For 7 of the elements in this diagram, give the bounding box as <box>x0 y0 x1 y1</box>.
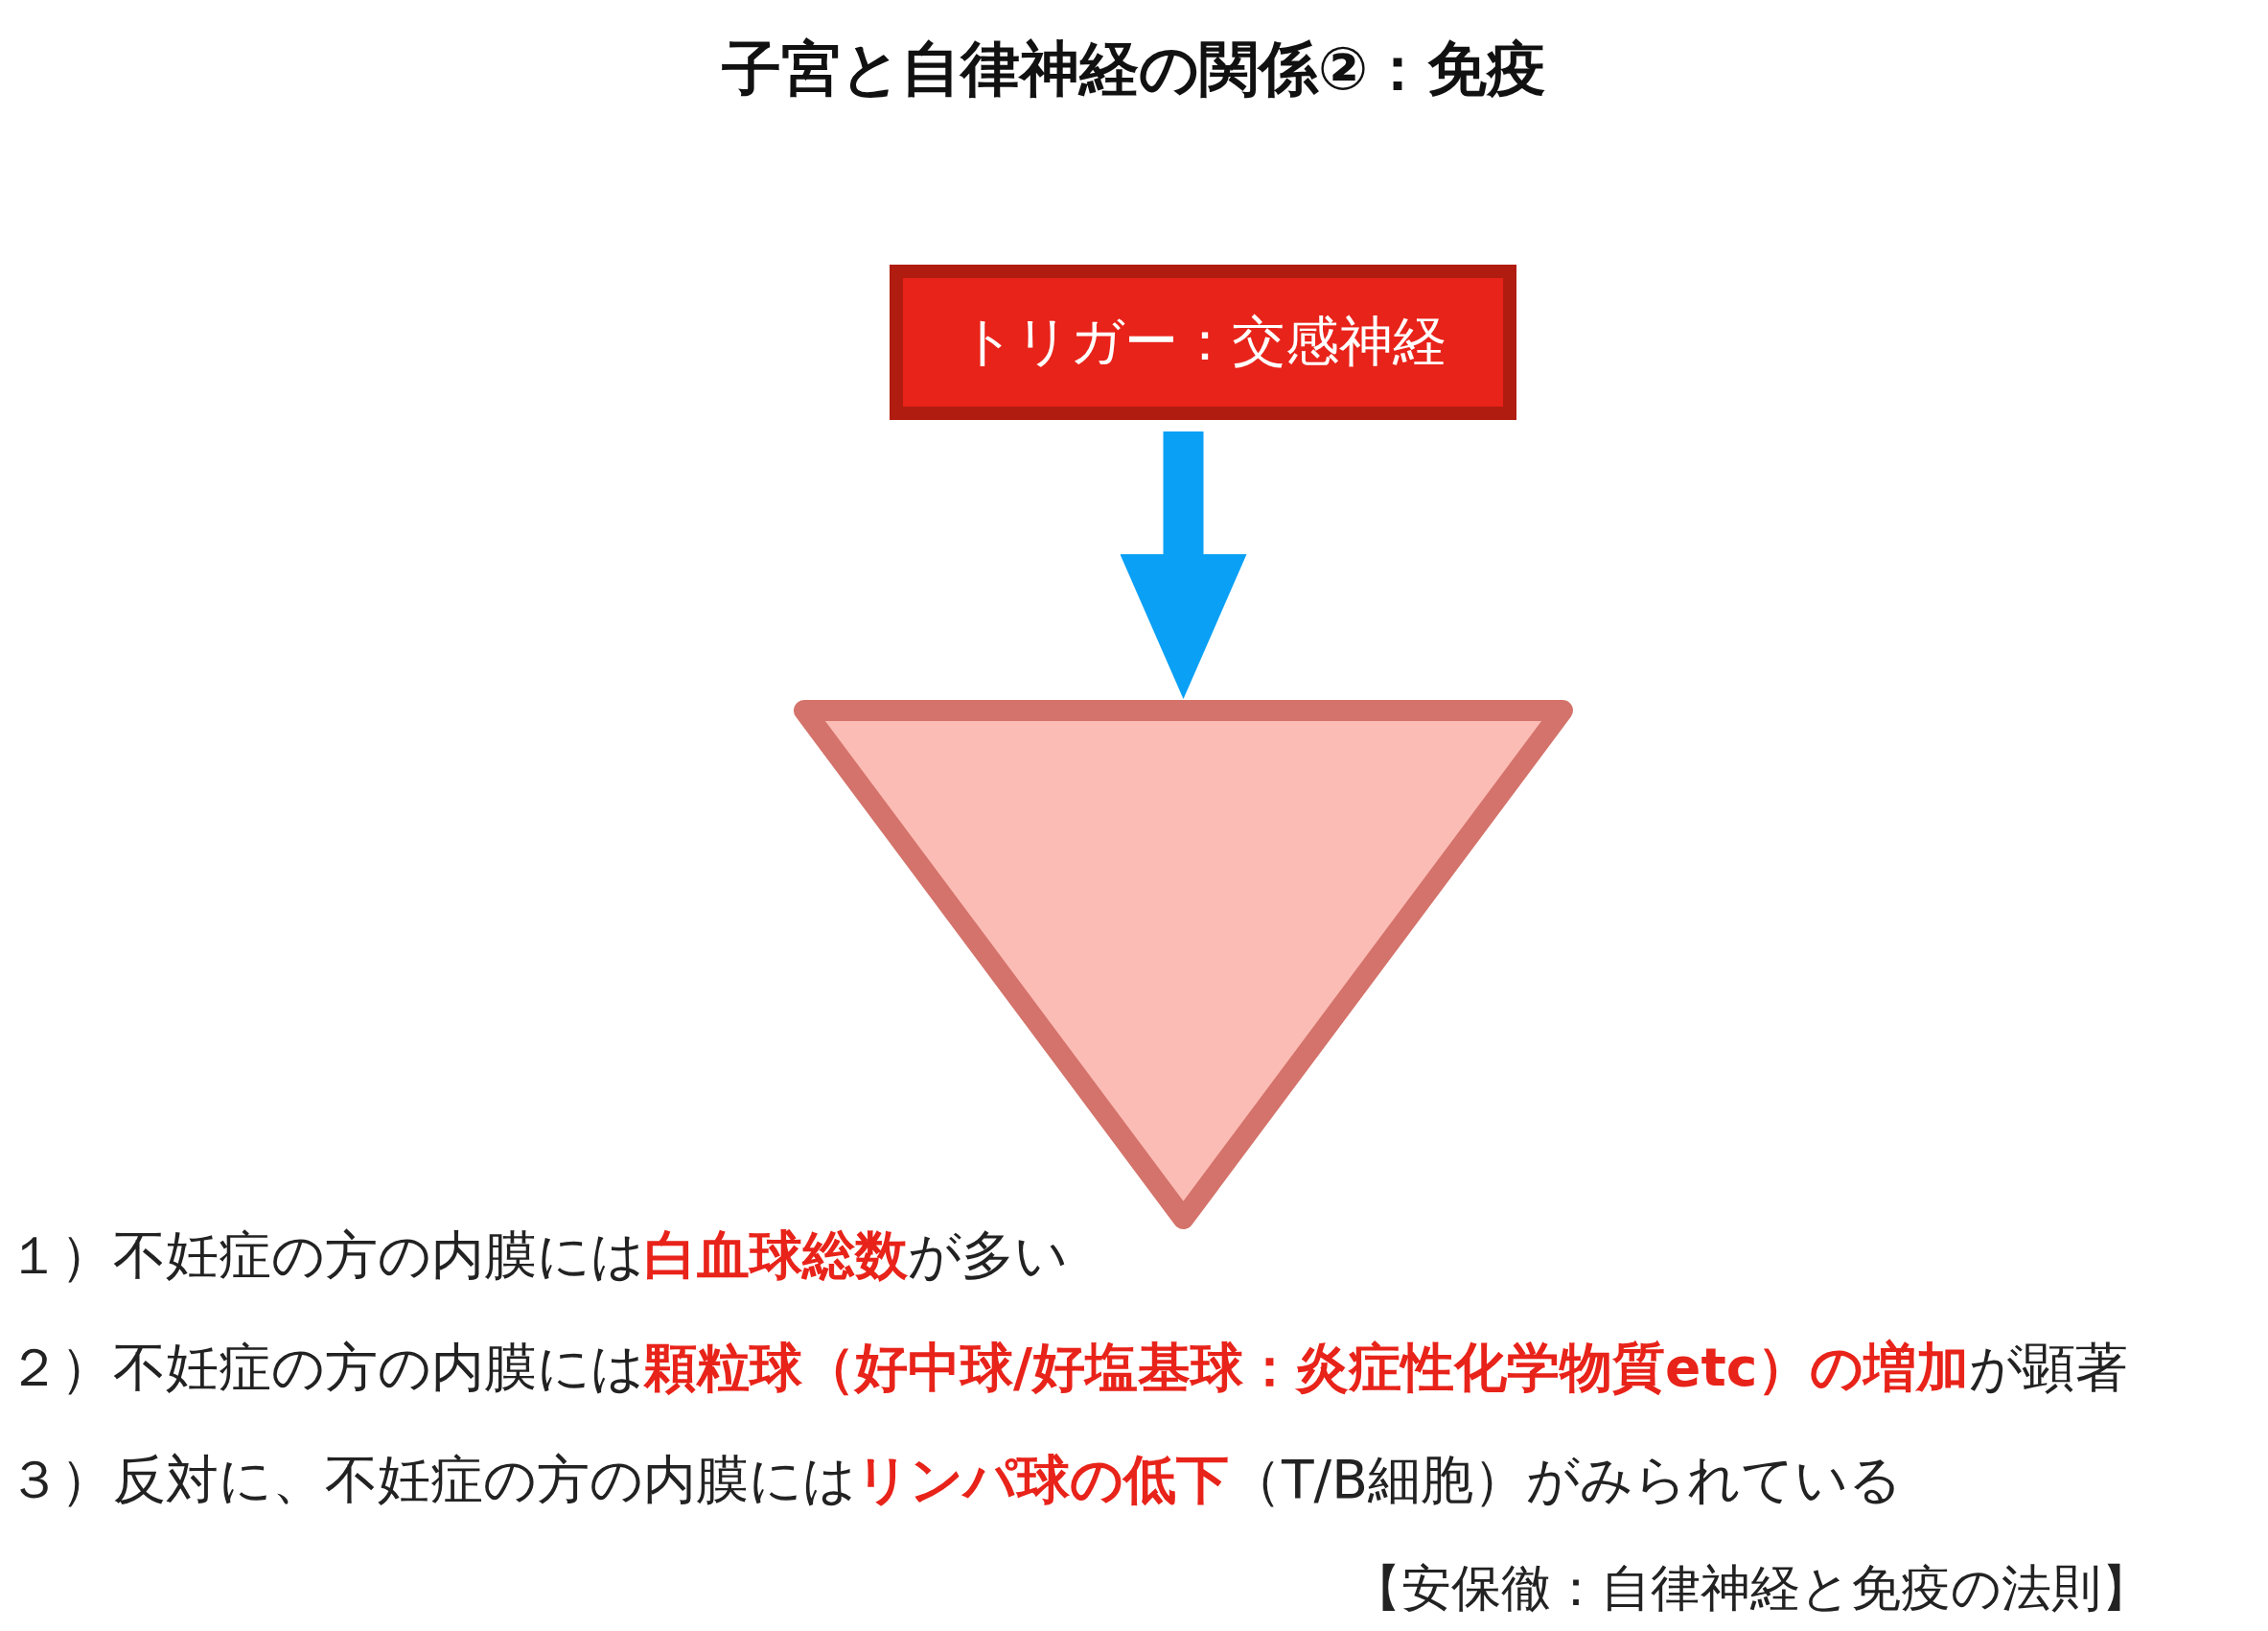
title: 子宮と自律神経の関係②：免疫 <box>720 33 1548 105</box>
finding-text: ３）反対に、不妊症の方の内膜にはリンパ球の低下（T/B細胞）がみられている <box>8 1448 1902 1511</box>
finding-text: ２）不妊症の方の内膜には顆粒球（好中球/好塩基球：炎症性化学物質etc）の増加が顕著 <box>8 1336 2129 1399</box>
trigger-box: トリガー：交感神経 <box>890 265 1516 420</box>
finding-text: １）不妊症の方の内膜には白血球総数が多い <box>8 1223 1068 1287</box>
arrow <box>1120 431 1247 699</box>
source-citation: 【安保徹：自律神経と免疫の法則】 <box>1352 1558 2151 1619</box>
